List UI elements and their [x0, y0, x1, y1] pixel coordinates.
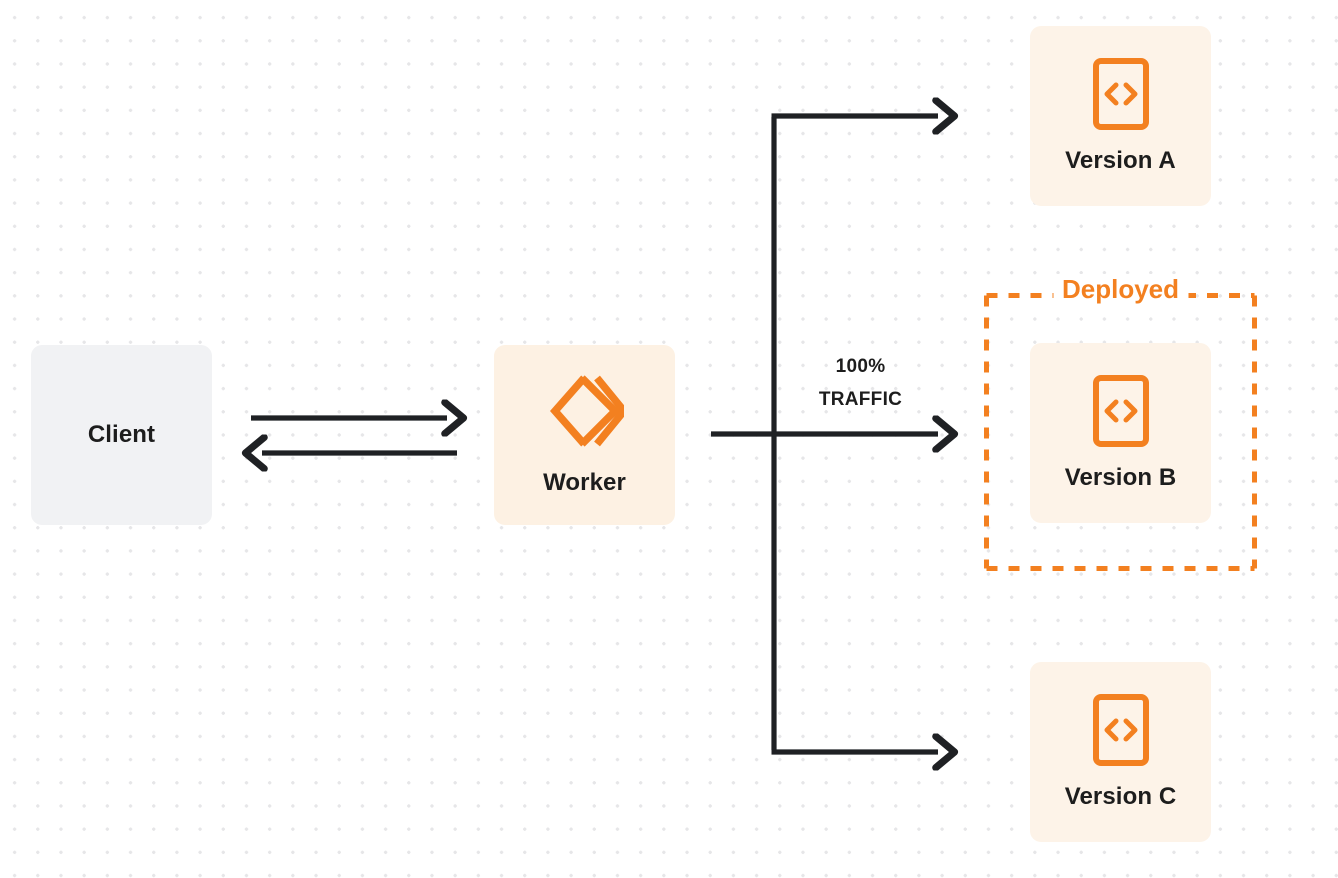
node-version-c-label: Version C	[1064, 782, 1177, 810]
traffic-unit: TRAFFIC	[818, 389, 903, 410]
node-version-b-label: Version B	[1064, 463, 1177, 491]
node-worker-label: Worker	[543, 468, 626, 496]
node-version-b[interactable]: Version B	[1030, 343, 1211, 523]
code-brackets-icon	[1092, 693, 1149, 771]
cloudflare-workers-logo-icon	[546, 374, 629, 453]
code-brackets-icon	[1092, 374, 1149, 452]
deployed-group-label: Deployed	[1052, 274, 1189, 304]
node-version-c[interactable]: Version C	[1030, 662, 1211, 842]
deployed-group-frame: Deployed	[984, 274, 1257, 571]
node-client-label: Client	[87, 421, 156, 448]
node-version-a[interactable]: Version A	[1030, 26, 1211, 206]
node-worker[interactable]: Worker	[494, 345, 675, 525]
traffic-label: 100% TRAFFIC	[788, 350, 933, 416]
node-version-a-label: Version A	[1065, 146, 1176, 174]
traffic-percent: 100%	[835, 356, 886, 377]
node-client[interactable]: Client	[31, 345, 212, 525]
deployed-dashed-border	[984, 293, 1257, 571]
code-brackets-icon	[1092, 57, 1149, 135]
